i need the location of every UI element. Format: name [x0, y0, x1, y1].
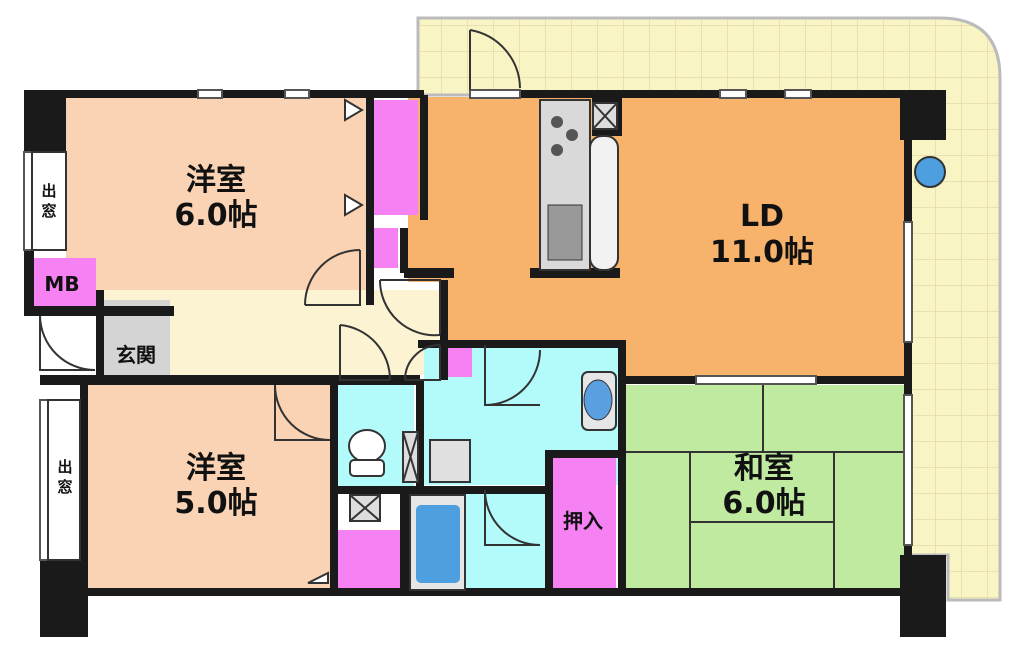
bay-window-2-label-bottom: 窓 — [57, 478, 72, 496]
bathtub — [409, 494, 466, 591]
mb-label: MB — [44, 272, 79, 296]
room-name-western-2: 洋室 — [186, 451, 246, 486]
bay-window-1 — [31, 151, 67, 251]
entrance-label: 玄関 — [116, 343, 156, 367]
bay-window-1-label-top: 出 — [41, 182, 56, 200]
room-size-western-2: 5.0帖 — [174, 486, 257, 521]
washing-machine — [429, 439, 471, 483]
vent-icons — [349, 102, 618, 522]
closet-upper — [374, 100, 418, 215]
kitchen-counter — [539, 99, 619, 271]
room-name-ld: LD — [740, 199, 784, 234]
western-room-1-floor — [66, 95, 366, 305]
room-size-ld: 11.0帖 — [710, 235, 814, 270]
room-name-japanese: 和室 — [734, 451, 794, 486]
water-tap-icon — [914, 156, 946, 188]
room-size-japanese: 6.0帖 — [722, 486, 805, 521]
toilet-fixture — [348, 429, 386, 477]
living-dining-floor — [408, 97, 905, 380]
room-size-western-1: 6.0帖 — [174, 198, 257, 233]
bay-window-2-label-top: 出 — [57, 458, 72, 476]
closet-small — [374, 228, 398, 268]
sink-fixture — [581, 371, 617, 431]
bay-window-1-label-bottom: 窓 — [41, 202, 56, 220]
closet-label: 押入 — [563, 509, 603, 533]
western-room-2-floor — [84, 385, 330, 590]
tatami-lines — [626, 385, 904, 590]
oshiire-closet — [550, 455, 616, 590]
door-swings — [39, 29, 541, 584]
japanese-room-floor — [626, 385, 904, 590]
walls — [24, 90, 946, 637]
bay-window-2 — [47, 399, 81, 561]
mb-box — [28, 258, 96, 306]
closet-lower — [338, 530, 400, 590]
room-name-western-1: 洋室 — [186, 163, 246, 198]
closet-hall — [448, 345, 472, 377]
